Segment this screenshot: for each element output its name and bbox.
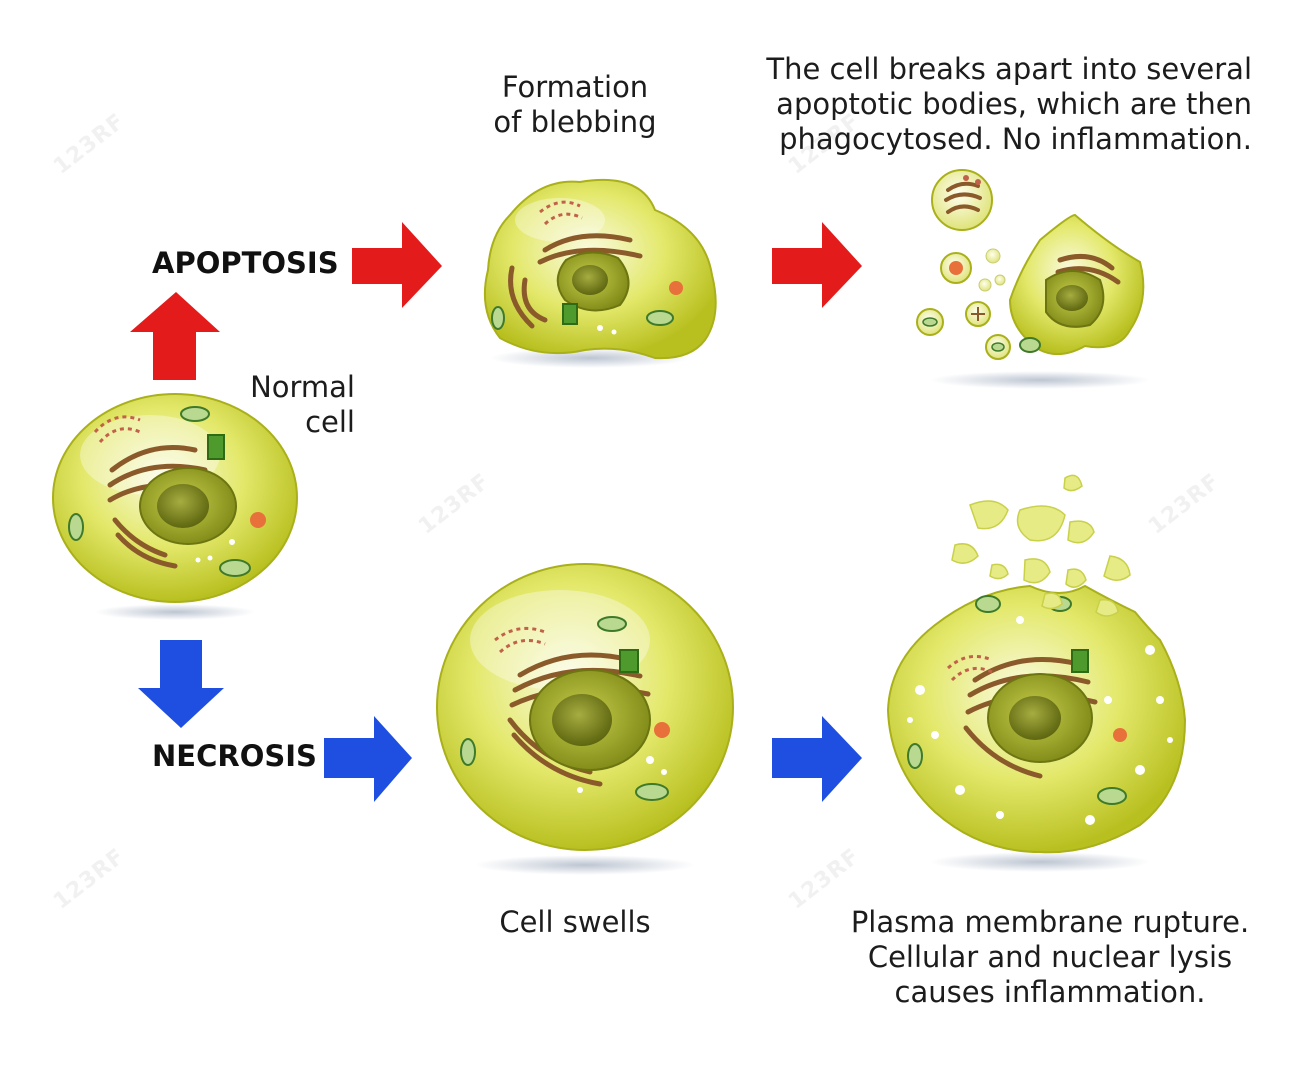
necrosis-heading: NECROSIS (152, 739, 317, 773)
arrow-right-necrosis-1 (324, 716, 412, 802)
ruptured-cell (886, 474, 1187, 872)
swollen-cell (436, 563, 734, 875)
apoptosis-heading: APOPTOSIS (152, 246, 339, 280)
cell-swells-label: Cell swells (499, 905, 651, 939)
normal-cell (52, 393, 298, 620)
normal-cell-label: Normal cell (250, 370, 355, 439)
apoptotic-bodies-label: The cell breaks apart into several apopt… (766, 52, 1252, 156)
blebbing-label: Formation of blebbing (493, 70, 657, 139)
arrow-right-apoptosis-1 (352, 222, 442, 308)
arrow-right-apoptosis-2 (772, 222, 862, 308)
arrow-right-necrosis-2 (772, 716, 862, 802)
apoptotic-bodies (916, 169, 1150, 389)
blebbing-cell (483, 178, 717, 368)
arrow-down-necrosis (138, 640, 224, 728)
arrow-up-apoptosis (130, 292, 220, 380)
rupture-label: Plasma membrane rupture. Cellular and nu… (850, 905, 1250, 1009)
